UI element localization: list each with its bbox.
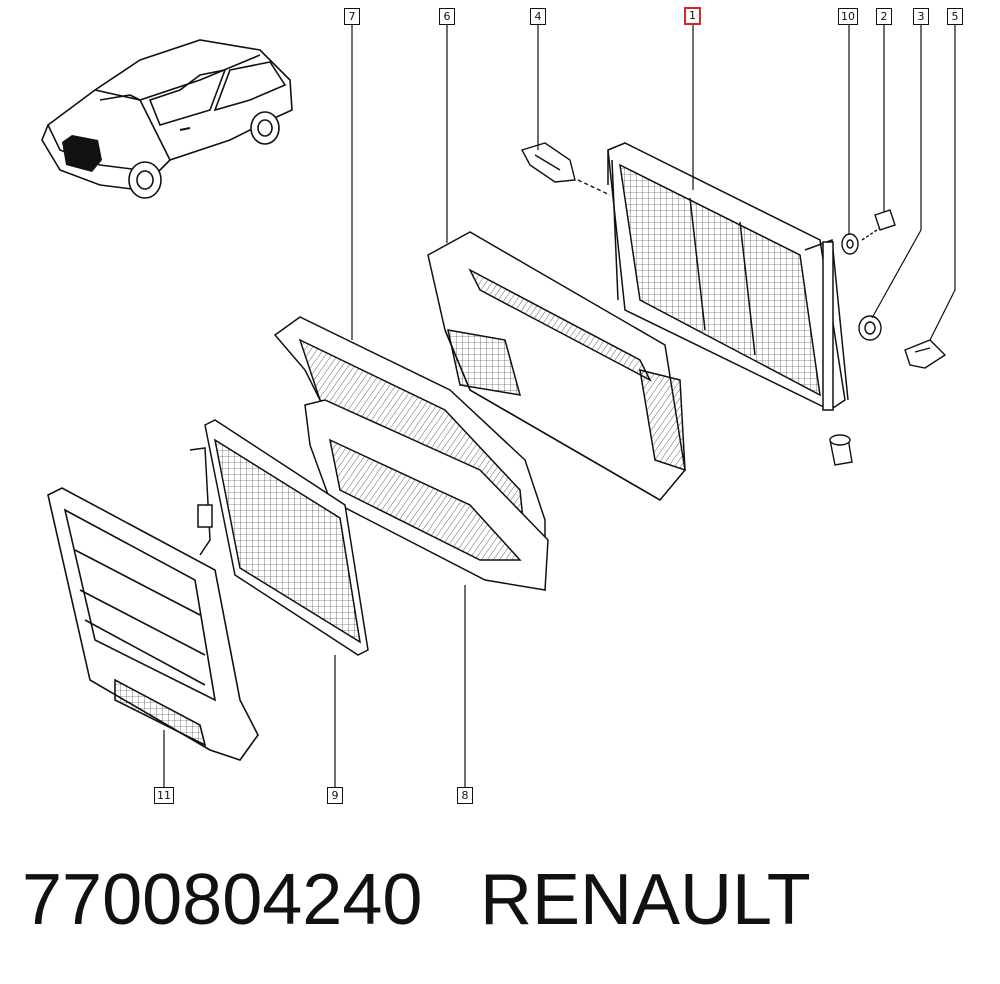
radiator-part-1 (607, 142, 849, 411)
exploded-parts-diagram (41, 25, 956, 787)
callout-1-selected[interactable]: 1 (684, 7, 701, 25)
leader-lines (163, 25, 956, 787)
callout-9[interactable]: 9 (327, 787, 343, 804)
brand-name: RENAULT (480, 860, 811, 940)
lower-grommet (829, 434, 853, 466)
air-duct-part-6 (427, 231, 686, 501)
callout-3[interactable]: 3 (913, 8, 929, 25)
callout-4[interactable]: 4 (530, 8, 546, 25)
callout-7[interactable]: 7 (344, 8, 360, 25)
callout-11[interactable]: 11 (154, 787, 174, 804)
callout-6[interactable]: 6 (439, 8, 455, 25)
callout-5[interactable]: 5 (947, 8, 963, 25)
crossmember-part-8 (304, 399, 549, 591)
callout-10[interactable]: 10 (838, 8, 858, 25)
washer-part-10 (841, 233, 859, 255)
car-illustration (41, 39, 293, 199)
screw-part-2 (861, 209, 896, 241)
bracket-part-4 (520, 142, 611, 196)
clip-part-5 (904, 339, 947, 369)
callout-2[interactable]: 2 (876, 8, 892, 25)
callout-8[interactable]: 8 (457, 787, 473, 804)
front-panel-part-11 (47, 487, 259, 761)
grommet-part-3 (858, 315, 882, 341)
car-grille-highlight (62, 135, 102, 172)
part-number: 7700804240 (22, 860, 423, 940)
condenser-part-9 (189, 419, 369, 656)
